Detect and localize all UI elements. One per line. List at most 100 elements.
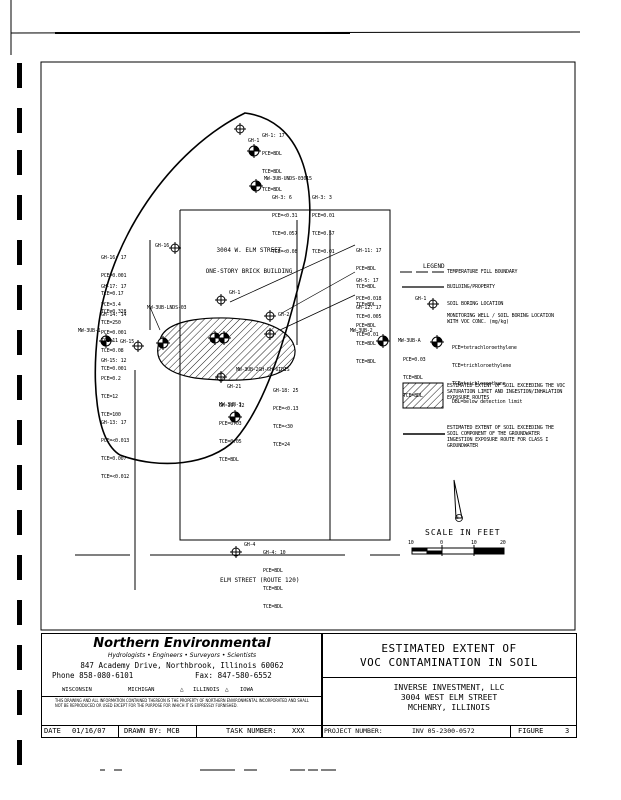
state-michigan: MICHIGAN xyxy=(128,687,155,693)
date-value: 01/16/07 xyxy=(72,727,106,735)
project-number-label: PROJECT NUMBER: xyxy=(324,727,383,735)
legend-item-text: MONITORING WELL / SOIL BORING LOCATION W… xyxy=(447,313,554,325)
punch-mark xyxy=(17,740,22,765)
result-line: TCE=<0.012 xyxy=(101,474,130,480)
result-line: TCE=BDL xyxy=(262,187,282,193)
boring-results: GH-3: 3 PCE=0.01 TCE=0.57 TCE=0.01 xyxy=(312,183,335,261)
groundwater-exceedance-boundary xyxy=(94,112,311,465)
boring-results: GH-11: 17 PCE=BDL TCE=BDL TCE=BDL xyxy=(356,236,381,314)
boring-results: GH-13: 17 PCE=<0.013 TCE=0.007 TCE=<0.01… xyxy=(101,408,129,486)
client-name: INVERSE INVESTMENT, LLC xyxy=(393,683,505,692)
result-line: TCE=250 xyxy=(101,320,121,326)
legend-item-text: ESTIMATED EXTENT OF SOIL EXCEEDING THE S… xyxy=(447,425,554,449)
soil-saturation-hatched-area xyxy=(157,317,296,381)
scale-bar xyxy=(411,545,505,556)
state-illinois: ILLINOIS xyxy=(193,687,220,693)
punch-mark xyxy=(17,63,22,88)
result-line: TCE=0.01 xyxy=(356,332,379,338)
abbrev-line: DBL=below detection limit xyxy=(452,399,523,405)
north-arrow-icon xyxy=(453,479,463,519)
state-wisconsin: WISCONSIN xyxy=(62,687,92,693)
figure-value: 3 xyxy=(565,727,570,735)
divider xyxy=(196,725,197,737)
result-line: GH-16: 12 xyxy=(219,403,245,409)
result-line: GH-1: 17 xyxy=(262,133,285,139)
divider xyxy=(118,725,119,737)
task-number-label: TASK NUMBER: xyxy=(226,727,277,735)
result-line: TCE=BDL xyxy=(356,359,376,365)
legend-item-prefix: GH-1 xyxy=(415,296,427,302)
result-line: TCE=0.005 xyxy=(356,314,382,320)
result-line: TCE=24 xyxy=(273,442,290,448)
project-number-value: INV 05-2300-0572 xyxy=(412,727,475,735)
result-line: TCE=BDL xyxy=(262,169,282,175)
boring-results: GH-16: 12 PCE=0.03 TCE=0.05 TCE=BDL xyxy=(219,391,244,469)
north-label: N xyxy=(456,515,459,520)
result-line: TCE=0.328 xyxy=(101,309,127,315)
divider xyxy=(321,725,322,737)
well-label: MW-3UB-LNDS-03 xyxy=(147,305,187,311)
result-line: TCE=0.05 xyxy=(219,439,242,445)
result-line: TCE=<0.08 xyxy=(272,249,298,255)
result-line: TCE=0.57 xyxy=(312,231,335,237)
scale-tick: 20 xyxy=(500,540,506,546)
boring-results: GH-17: 17 PCE=3.4 TCE=250 TCE=11 xyxy=(101,272,126,350)
punch-mark xyxy=(17,195,22,220)
boring-icon xyxy=(215,294,227,306)
scale-tick: 0 xyxy=(440,540,443,546)
result-line: PCE=0.2 xyxy=(101,376,121,382)
result-line: PCE=0.001 xyxy=(101,330,127,336)
drawing-title-line2: VOC CONTAMINATION IN SOIL xyxy=(359,656,539,669)
boring-results: GH-1 xyxy=(248,126,259,150)
result-line: TCE=0.001 xyxy=(101,366,127,372)
company-name: Northern Environmental xyxy=(93,636,271,651)
company-address: 847 Academy Drive, Northbrook, Illinois … xyxy=(80,661,284,670)
well-icon xyxy=(247,144,261,158)
legend-item-text: TEMPERATURE FILL BOUNDARY xyxy=(447,269,518,275)
boring-icon xyxy=(234,123,246,135)
client-address: 3004 WEST ELM STREET xyxy=(400,693,498,702)
result-line: TCE=<30 xyxy=(273,424,293,430)
divider xyxy=(321,677,577,678)
punch-mark xyxy=(17,108,22,133)
result-line: PCE=BDL xyxy=(356,323,376,329)
result-line: TCE=12 xyxy=(101,394,118,400)
boring-icon xyxy=(215,371,227,383)
well-label: MW-3UB-A xyxy=(398,338,421,344)
result-line: GH-3: 3 xyxy=(312,195,332,201)
result-line: GH-13: 17 xyxy=(101,420,127,426)
legend-abbreviations: PCE=tetrachloroethylene TCE=trichloroeth… xyxy=(452,333,522,411)
boring-results: GH-14: 14 PCE=0.001 TCE=0.08 TCE=0.001 xyxy=(101,300,126,378)
result-line: TCE=BDL xyxy=(263,604,283,610)
boring-icon xyxy=(132,340,144,352)
result-line: PCE=<0.31 xyxy=(272,213,298,219)
result-line: TCE=0.17 xyxy=(101,291,124,297)
boring-label: GH-21 xyxy=(227,384,242,390)
punch-mark xyxy=(17,465,22,490)
result-line: GH-18: 25 xyxy=(273,388,299,394)
result-line: PCE=<0.013 xyxy=(101,438,130,444)
boring-label: GH-1 xyxy=(248,138,260,144)
result-line: TCE=BDL xyxy=(356,341,376,347)
result-line: PCE=BDL xyxy=(262,151,282,157)
result-line: TCE=0.057 xyxy=(272,231,298,237)
result-line: TCE=BDL xyxy=(219,457,239,463)
punch-mark xyxy=(17,690,22,715)
result-line: GH-5: 17 xyxy=(356,278,379,284)
well-results: PCE=0.03 TCE=BDL TCE=BDL xyxy=(403,345,426,405)
result-line: PCE=0.03 xyxy=(403,357,426,363)
info-row xyxy=(41,725,577,738)
result-line: GH-16: 17 xyxy=(101,255,127,261)
drawing-title-box xyxy=(321,633,577,738)
building-address: 3004 W. ELM STREET xyxy=(216,247,282,254)
result-line: PCE=0.018 xyxy=(356,296,382,302)
result-line: GH-3: 6 xyxy=(272,195,292,201)
scan-artifacts xyxy=(100,769,336,771)
result-line: TCE=0.01 xyxy=(312,249,335,255)
result-line: PCE=3.4 xyxy=(101,302,121,308)
result-line: TCE=0.007 xyxy=(101,456,127,462)
boring-icon xyxy=(264,310,276,322)
drawn-by-label: DRAWN BY: xyxy=(124,727,162,735)
scale-tick: 10 xyxy=(471,540,477,546)
boring-results: GH-5: 17 PCE=0.018 TCE=0.005 TCE=0.01 xyxy=(356,266,381,344)
